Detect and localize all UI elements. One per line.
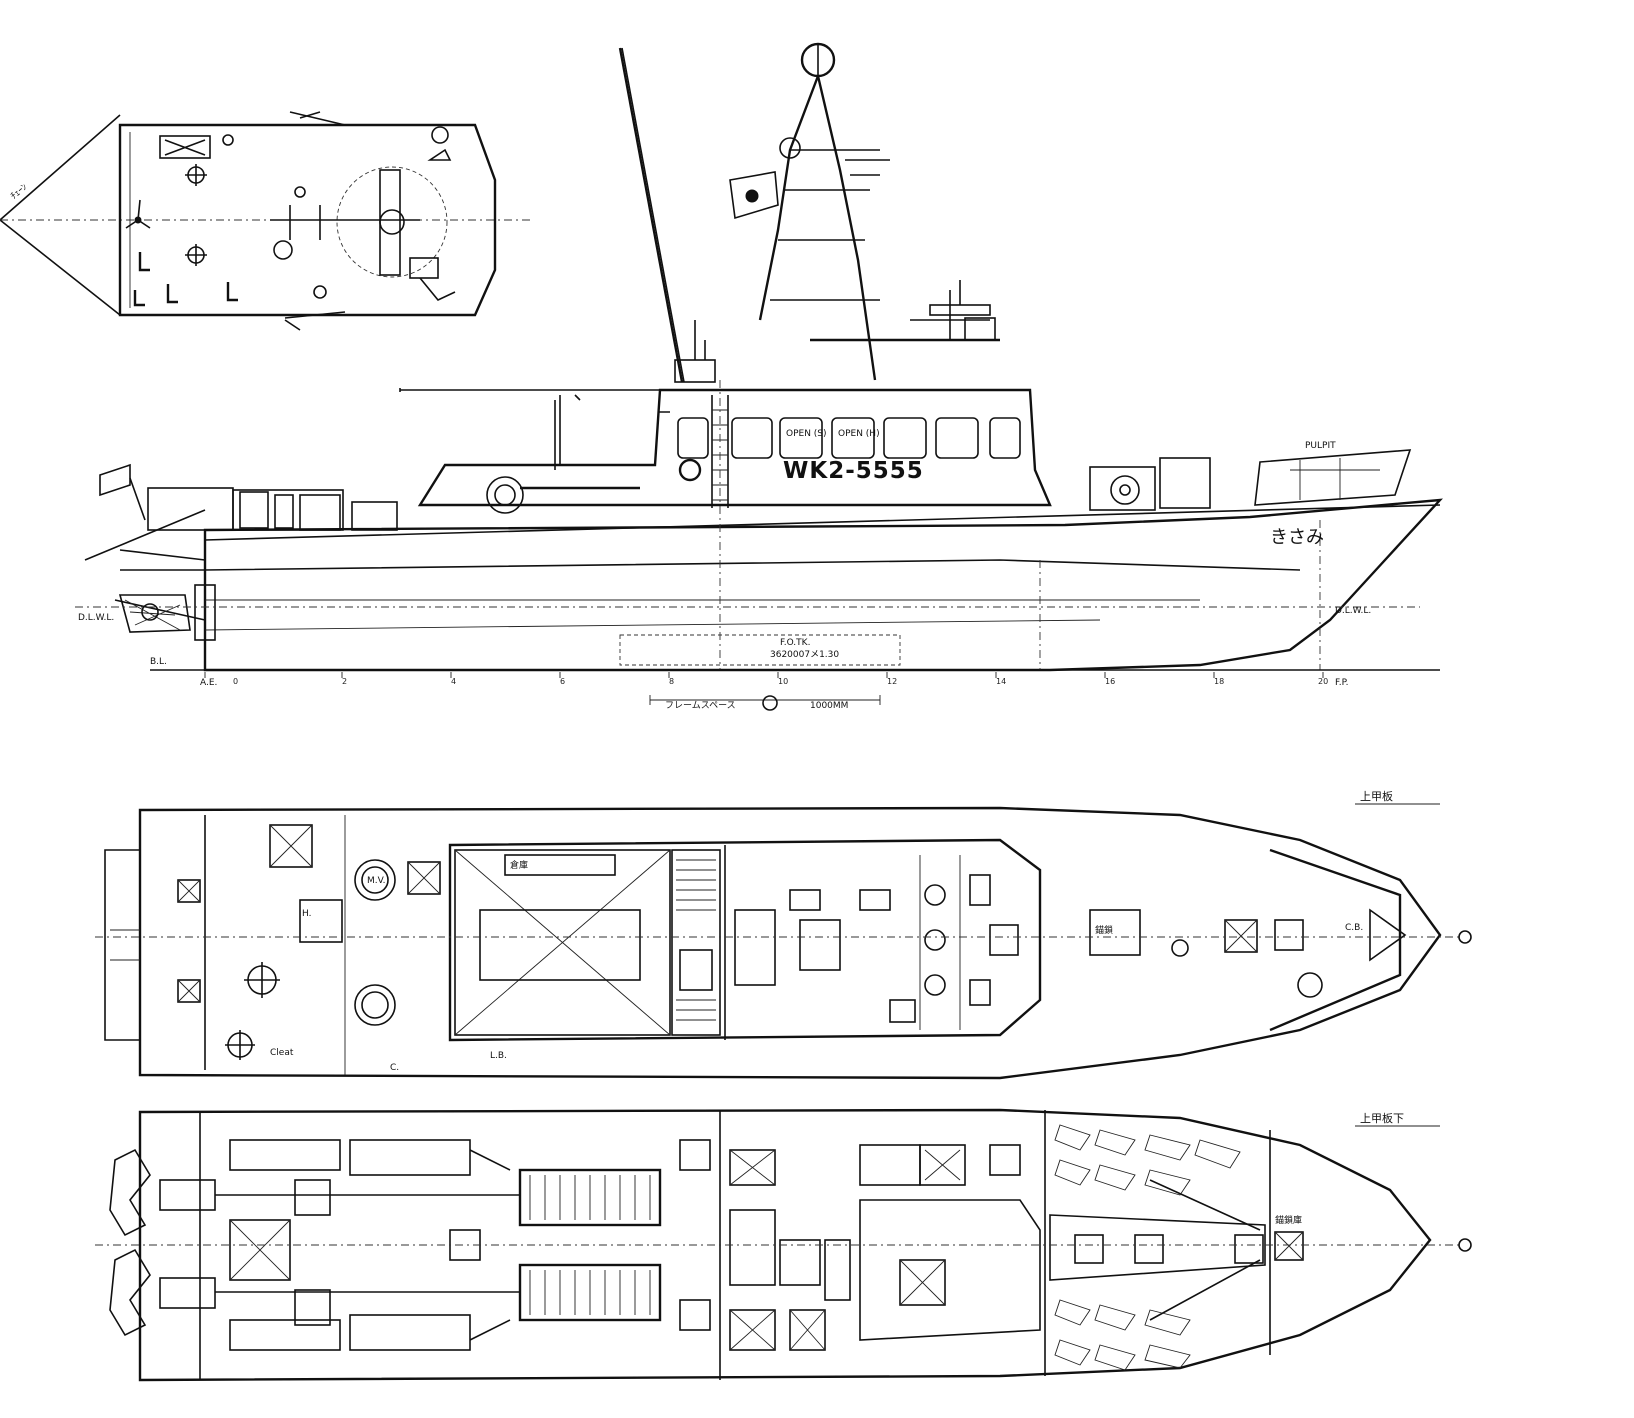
fore-deck-detail-plan: ﾁｪｰﾝ <box>0 111 530 331</box>
propeller-assembly <box>109 1148 370 1337</box>
baseline-label: B.L. <box>150 657 167 667</box>
main-engines <box>370 1149 662 1341</box>
frame-number: 10 <box>778 677 788 686</box>
window-label-s: OPEN (S) <box>786 429 827 439</box>
waterline-label-aft: D.L.W.L. <box>78 613 114 623</box>
hatch-label: H. <box>302 909 311 919</box>
waterline-label-fwd: D.L.W.L. <box>1335 606 1371 616</box>
upper-deck-plan: 上甲板 <box>95 789 1472 1080</box>
fuel-tank-label: F.O.TK. <box>780 638 810 648</box>
svg-text:ﾁｪｰﾝ: ﾁｪｰﾝ <box>9 181 30 201</box>
mv-label: M.V. <box>367 876 385 886</box>
frame-number: 18 <box>1214 677 1224 686</box>
frame-scale: 0 2 4 6 8 10 12 14 16 18 20 <box>204 672 1328 686</box>
locker-label: 錨鎖 <box>1095 924 1113 936</box>
frame-number: 20 <box>1318 677 1328 686</box>
forward-perpendicular-label: F.P. <box>1335 678 1348 688</box>
forepeak-label: 錨鎖庫 <box>1275 1214 1302 1226</box>
frame-number: 2 <box>342 677 347 686</box>
cleat-label: Cleat <box>270 1048 294 1058</box>
lower-deck-plan-title: 上甲板下 <box>1360 1111 1404 1125</box>
frame-number: 4 <box>451 677 456 686</box>
pulpit-label: PULPIT <box>1305 441 1336 451</box>
cb-label: C.B. <box>1345 923 1363 933</box>
profile-elevation: OPEN (S) OPEN (H) WK2-5555 <box>75 42 1443 711</box>
frame-number: 14 <box>996 677 1006 686</box>
c-label: C. <box>390 1063 399 1073</box>
scale-label: フレームスペース <box>665 700 736 711</box>
boat-name: きさみ <box>1270 527 1324 548</box>
store-label: 倉庫 <box>510 859 528 871</box>
lb-label: L.B. <box>490 1051 507 1061</box>
wheelhouse-windows: OPEN (S) OPEN (H) <box>677 417 1021 459</box>
hull-number: WK2-5555 <box>783 458 924 484</box>
fuel-tank-sub: 3620007メ1.30 <box>770 650 839 660</box>
forward-tanks <box>1049 1124 1266 1371</box>
window-label-h: OPEN (H) <box>838 429 880 439</box>
frame-number: 0 <box>233 677 238 686</box>
aft-end-label: A.E. <box>200 678 217 688</box>
frame-number: 8 <box>669 677 674 686</box>
scale-value: 1000MM <box>810 701 848 711</box>
frame-number: 16 <box>1105 677 1115 686</box>
lower-deck-plan: 上甲板下 <box>95 1108 1472 1382</box>
frame-number: 6 <box>560 677 565 686</box>
frame-number: 12 <box>887 677 897 686</box>
upper-deck-plan-title: 上甲板 <box>1360 789 1393 803</box>
